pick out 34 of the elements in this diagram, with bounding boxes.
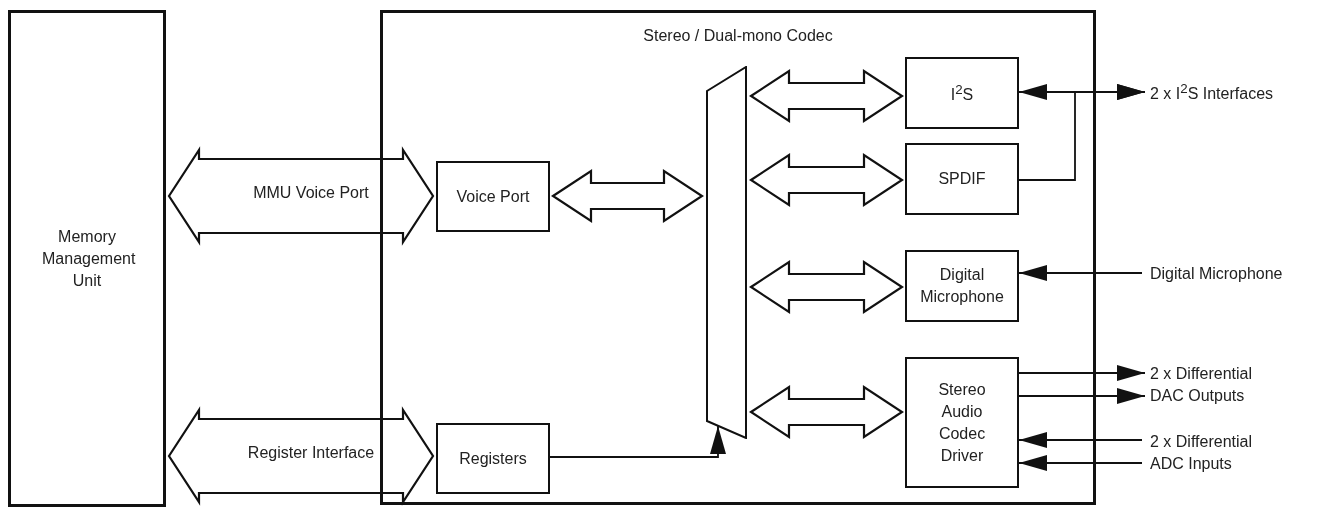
multiplexer-shape <box>705 66 748 439</box>
box-label: Registers <box>459 448 527 469</box>
bus-arrow <box>749 152 904 208</box>
interface-box <box>905 143 1019 215</box>
bus-arrow <box>551 168 704 224</box>
bus-arrow <box>167 406 435 506</box>
block-title: Stereo / Dual-mono Codec <box>642 26 834 46</box>
box-label: Voice Port <box>456 186 530 207</box>
box-label: 2 x Differential ADC Inputs <box>1150 432 1253 474</box>
bus-arrow <box>749 384 904 440</box>
box-label: 2 x Differential DAC Outputs <box>1150 364 1253 406</box>
bus-arrow <box>167 146 435 246</box>
unit-box <box>8 10 166 507</box>
arrow <box>1018 455 1143 471</box>
box-label: SPDIF <box>938 169 986 189</box>
arrow <box>1018 84 1146 181</box>
registers-box <box>436 423 550 494</box>
arrow <box>549 425 726 458</box>
box-label: 2 x I$^{2}$S Interfaces <box>1150 80 1274 105</box>
arrow <box>1018 432 1143 448</box>
bus-arrow <box>749 68 904 124</box>
arrow <box>1018 388 1146 404</box>
codec-block <box>380 10 1096 505</box>
arrow <box>1018 365 1146 381</box>
microphone-box <box>905 250 1019 322</box>
box-label: Stereo Audio Codec Driver <box>937 379 987 466</box>
arrow <box>1018 265 1143 281</box>
box-label: Digital Microphone <box>919 265 1005 307</box>
voice-port-box <box>436 161 550 232</box>
box-label: I$^{2}$S <box>950 81 974 106</box>
bus-arrow <box>749 259 904 315</box>
interface-box <box>905 57 1019 129</box>
driver-box <box>905 357 1019 488</box>
box-label: Digital Microphone <box>1150 264 1283 284</box>
